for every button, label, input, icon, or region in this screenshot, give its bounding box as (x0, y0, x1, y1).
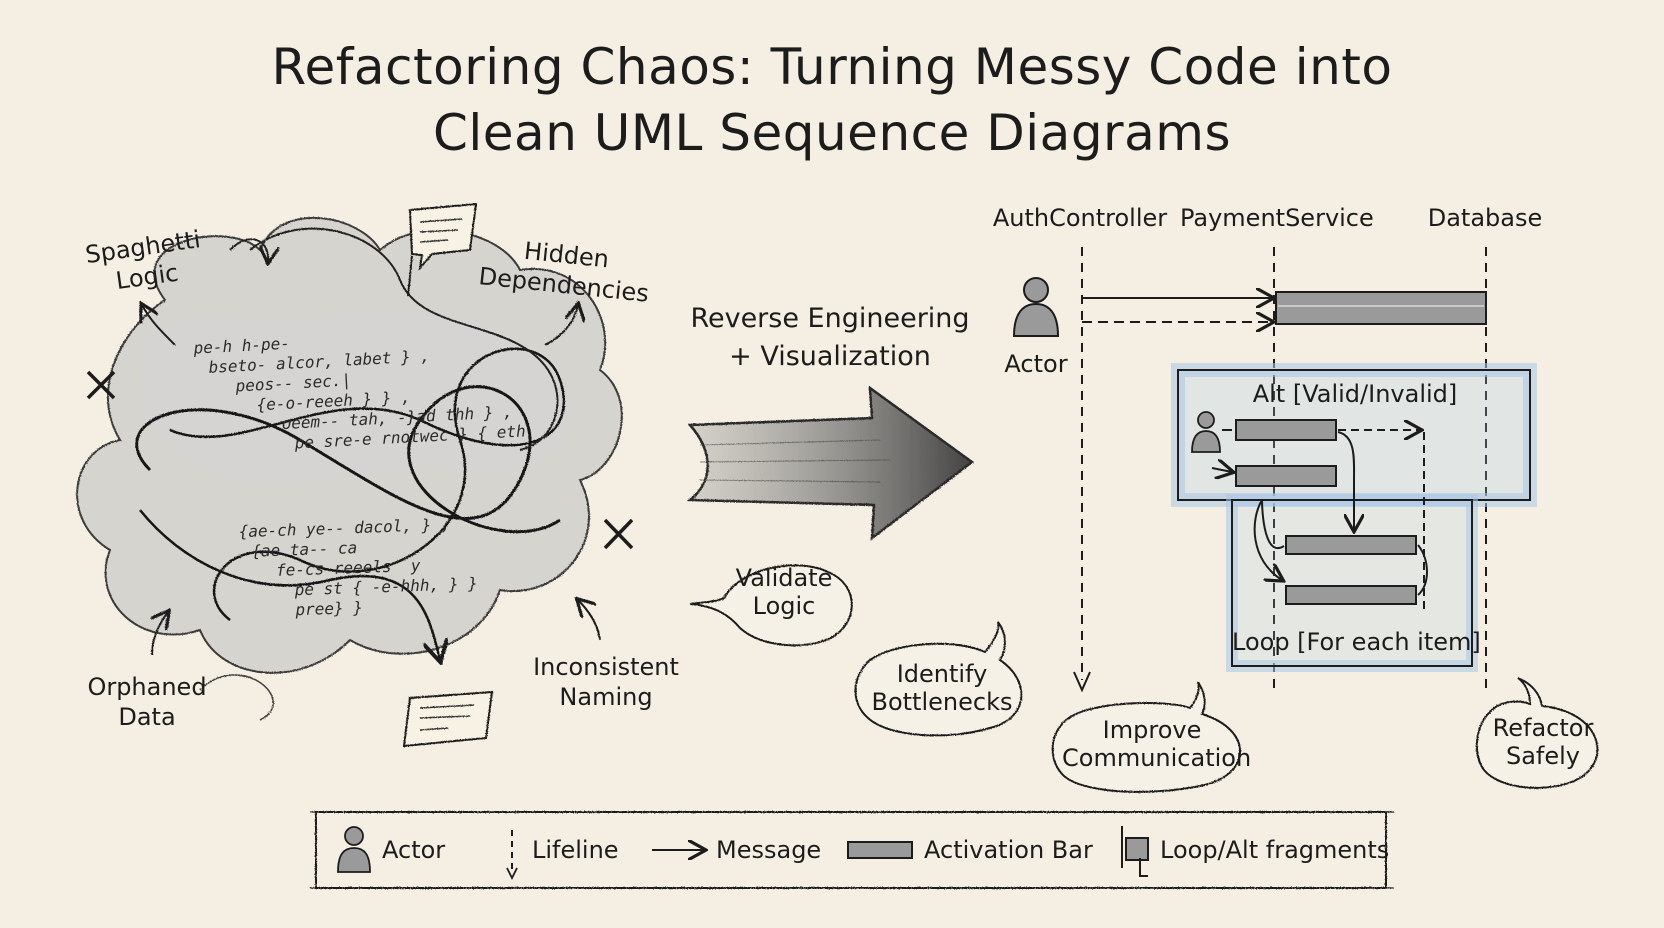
bubble-refactor-safely (1475, 677, 1599, 789)
participant-database: Database (1427, 204, 1543, 232)
legend-activation-bar-label: Activation Bar (924, 836, 1093, 864)
inner-actor-icon (1191, 411, 1221, 453)
bubble-validate-logic (689, 564, 853, 647)
inner-messages (1253, 430, 1428, 610)
x-mark-left-icon (86, 370, 116, 400)
bubble-validate-text: Validate Logic (724, 564, 844, 620)
bubble-line: Validate (735, 564, 833, 592)
scribbled-code-bottom: {ae-ch ye-- dacol, } , {ae ta-- ca fe-cs… (238, 514, 478, 622)
bubble-line: Logic (752, 592, 816, 620)
actor-label: Actor (1004, 350, 1068, 378)
legend-message-label: Message (716, 836, 822, 864)
participant-authcontroller: AuthController (992, 204, 1168, 232)
label-text: Inconsistent (533, 653, 679, 681)
legend-actor-label: Actor (382, 836, 446, 864)
arrow-label-line: + Visualization (729, 341, 931, 372)
activation-bar-alt-1 (1235, 419, 1337, 441)
bubble-bottlenecks-text: Identify Bottlenecks (862, 660, 1022, 716)
arrow-label-line: Reverse Engineering (690, 303, 970, 334)
transform-arrow (686, 385, 975, 541)
label-inconsistent-naming: Inconsistent Naming (526, 652, 686, 712)
legend-lifeline-icon (506, 830, 518, 881)
bubble-line: Safely (1505, 742, 1581, 770)
participant-paymentservice: PaymentService (1180, 204, 1374, 232)
legend-fragment-icon (1121, 826, 1149, 877)
problem-pointer-arrows (142, 305, 601, 656)
label-text: Orphaned (87, 673, 207, 701)
arrow-label: Reverse Engineering + Visualization (680, 300, 980, 376)
legend-actor-icon (337, 826, 371, 873)
messy-code-cloud (76, 216, 623, 721)
bubble-refactor-text: Refactor Safely (1478, 714, 1608, 770)
label-text: Naming (559, 683, 653, 711)
loop-fragment-label: Loop [For each item] (1232, 628, 1481, 656)
activation-bar-alt-2 (1235, 465, 1337, 487)
bubble-line: Improve (1102, 716, 1202, 744)
title-line-2: Clean UML Sequence Diagrams (432, 104, 1232, 162)
bubble-communication-text: Improve Communication (1062, 716, 1252, 772)
lifeline-authcontroller (1073, 247, 1091, 693)
alt-fragment-label: Alt [Valid/Invalid] (1252, 380, 1458, 408)
label-orphaned-data: Orphaned Data (72, 672, 222, 732)
title-line-1: Refactoring Chaos: Turning Messy Code in… (271, 38, 1393, 96)
bubble-identify-bottlenecks (854, 621, 1023, 737)
activation-bar-loop-1 (1285, 535, 1417, 555)
legend-lifeline-label: Lifeline (532, 836, 619, 864)
bubble-line: Bottlenecks (871, 688, 1013, 716)
sticky-note-top-icon (407, 202, 478, 297)
bubble-line: Communication (1062, 744, 1252, 772)
x-mark-right-icon (603, 518, 634, 550)
bubble-improve-communication (1051, 681, 1241, 793)
legend-activation-bar-icon (847, 841, 913, 859)
bubble-line: Identify (896, 660, 988, 688)
activation-bar-top (1275, 291, 1487, 325)
actor-figure-icon (1012, 277, 1060, 337)
legend-frame (310, 811, 1394, 889)
label-text: Data (118, 703, 176, 731)
sticky-note-bottom-icon (402, 690, 494, 748)
bubble-line: Refactor (1492, 714, 1594, 742)
scribbled-code-top: pe-h h-pe- bseto- alcor, labet } , peos-… (193, 322, 526, 459)
activation-bar-loop-2 (1285, 585, 1417, 605)
legend-fragments-label: Loop/Alt fragments (1160, 836, 1390, 864)
